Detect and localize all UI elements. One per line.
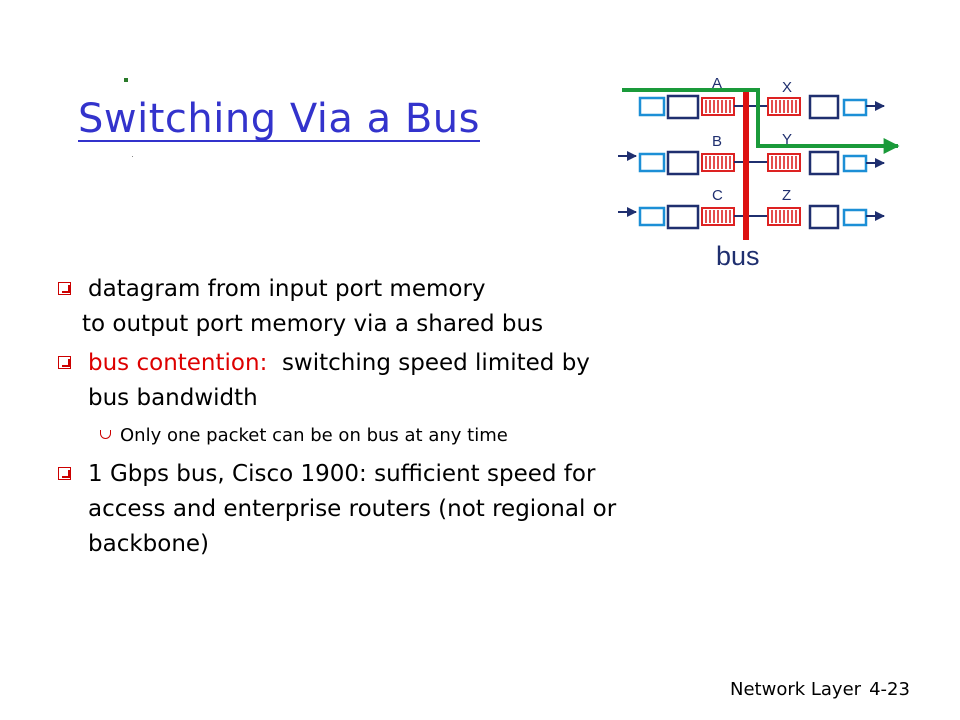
footer-section: Network Layer	[730, 679, 862, 700]
bullet-text: datagram from input port memory	[88, 276, 486, 302]
label-a: A	[712, 75, 722, 92]
bullet-text: switching speed limited by bus bandwidth	[88, 350, 598, 411]
label-y: Y	[782, 131, 792, 148]
square-bullet-icon	[58, 282, 71, 295]
bullet-item: datagram from input port memory to outpu…	[56, 272, 636, 342]
bullet-text-continuation: to output port memory via a shared bus	[82, 311, 544, 337]
slide-title: Switching Via a Bus	[78, 96, 480, 142]
decorative-dot	[124, 78, 128, 82]
bullet-text: 1 Gbps bus, Cisco 1900: sufficient speed…	[88, 461, 617, 557]
sub-bullet-item: Only one packet can be on bus at any tim…	[56, 422, 636, 449]
decorative-dot	[132, 156, 133, 157]
bus-switch-svg: A B C X Y Z bus	[618, 75, 900, 270]
input-port-b	[638, 150, 735, 176]
slide-footer: Network Layer 4-23	[730, 679, 910, 700]
bus-label: bus	[716, 241, 760, 270]
square-bullet-icon	[58, 467, 71, 480]
label-b: B	[712, 133, 722, 150]
label-z: Z	[782, 187, 791, 204]
input-port-a	[638, 94, 735, 120]
bullet-list: datagram from input port memory to outpu…	[56, 272, 636, 562]
bullet-item: 1 Gbps bus, Cisco 1900: sufficient speed…	[56, 457, 636, 562]
cup-bullet-icon	[100, 430, 111, 439]
input-port-c	[638, 204, 735, 230]
bullet-item: bus contention: switching speed limited …	[56, 346, 636, 416]
page-number: 4-23	[869, 679, 910, 700]
bullet-highlight-text: bus contention:	[88, 350, 268, 376]
output-port-z	[767, 204, 868, 230]
square-bullet-icon	[58, 356, 71, 369]
label-c: C	[712, 187, 723, 204]
sub-bullet-text: Only one packet can be on bus at any tim…	[120, 425, 508, 446]
output-port-x	[767, 94, 868, 120]
label-x: X	[782, 79, 792, 96]
output-port-y	[767, 150, 868, 176]
highlighted-transfer-path	[622, 88, 900, 154]
bus-switch-diagram: A B C X Y Z bus	[612, 70, 912, 270]
shared-bus	[743, 90, 749, 240]
